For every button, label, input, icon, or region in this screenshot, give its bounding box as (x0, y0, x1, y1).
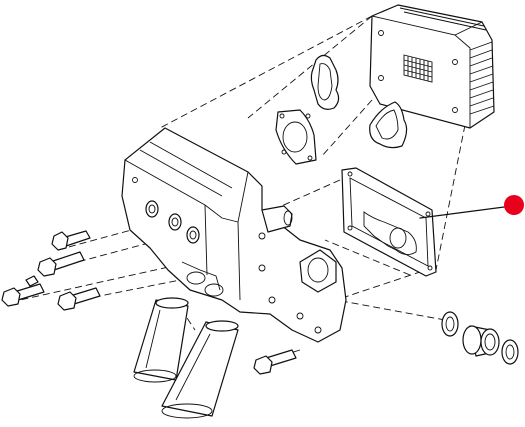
bolt-1[interactable] (51, 230, 91, 251)
highlight-marker[interactable] (504, 195, 524, 215)
bolt-2[interactable] (37, 251, 85, 277)
small-gasket-upper[interactable] (310, 54, 340, 110)
bolt-6[interactable] (253, 349, 297, 375)
bolt-4[interactable] (57, 287, 101, 311)
oil-cooler-core[interactable] (369, 4, 495, 129)
cooler-fins (399, 7, 495, 115)
oil-cooler-housing[interactable] (121, 127, 347, 343)
o-ring-connector[interactable] (441, 311, 519, 365)
oil-filter-left[interactable] (133, 297, 189, 383)
callout (419, 195, 524, 219)
highlighted-gasket[interactable] (341, 167, 437, 277)
cooler-mesh (403, 54, 433, 83)
small-gasket-lower[interactable] (369, 101, 408, 149)
bolt-3[interactable] (1, 283, 45, 307)
oil-filter-right[interactable] (161, 320, 239, 419)
bolt-5[interactable] (25, 275, 39, 287)
mounting-gasket[interactable] (275, 109, 317, 165)
